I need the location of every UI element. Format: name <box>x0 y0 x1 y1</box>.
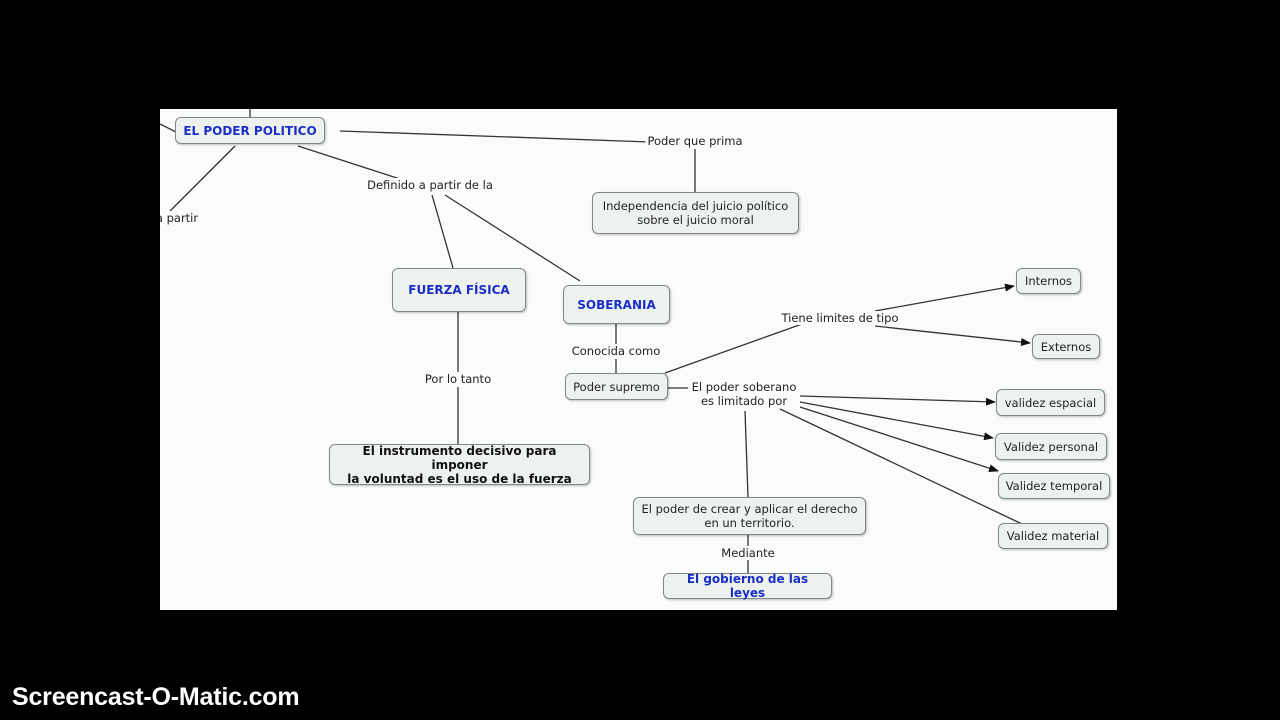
link-limitado-3 <box>799 401 994 441</box>
node-poder-supremo[interactable]: Poder supremo <box>565 373 668 400</box>
link-tiene-limites-2 <box>874 283 1015 312</box>
node-fuerza-fisica[interactable]: FUERZA FÍSICA <box>392 268 526 312</box>
link-label-limitado-por: El poder soberano es limitado por <box>689 380 799 408</box>
link-tiene-limites-1 <box>664 323 803 374</box>
node-externos[interactable]: Externos <box>1032 334 1100 359</box>
link-label-por-lo-tanto: Por lo tanto <box>422 372 494 386</box>
link-label-poder-que-prima: Poder que prima <box>645 134 745 148</box>
link-limitado-2 <box>799 395 996 406</box>
link-definido-1 <box>297 145 401 180</box>
link-poder-que-prima-1 <box>339 130 651 143</box>
node-validez-espacial[interactable]: validez espacial <box>996 389 1105 416</box>
link-label-definido: Definido a partir de la <box>365 178 495 192</box>
node-poder-crear[interactable]: El poder de crear y aplicar el derecho e… <box>633 497 866 535</box>
concept-map-canvas: a partir Poder que prima Definido a part… <box>160 109 1117 610</box>
node-gobierno-leyes[interactable]: El gobierno de las leyes <box>663 572 832 600</box>
link-limitado-5 <box>779 408 1023 525</box>
link-label-conocida-como: Conocida como <box>569 344 663 358</box>
link-limitado-4 <box>799 406 999 473</box>
node-poder-politico[interactable]: EL PODER POLITICO <box>175 117 325 144</box>
link-definido-3 <box>444 194 581 282</box>
link-a-partir <box>160 145 236 222</box>
link-definido-2 <box>431 194 454 269</box>
node-independencia[interactable]: Independencia del juicio político sobre … <box>592 192 799 234</box>
link-label-mediante: Mediante <box>719 546 777 560</box>
link-limitado-6 <box>744 410 749 498</box>
link-tiene-limites-3 <box>874 325 1031 346</box>
link-label-a-partir: a partir <box>160 211 201 225</box>
node-instrumento[interactable]: El instrumento decisivo para imponer la … <box>329 444 590 486</box>
screencast-watermark: Screencast-O-Matic.com <box>12 683 300 711</box>
link-label-tiene-limites: Tiene limites de tipo <box>779 311 901 325</box>
node-internos[interactable]: Internos <box>1016 268 1081 294</box>
concept-map-links <box>160 109 1031 573</box>
node-validez-personal[interactable]: Validez personal <box>995 433 1107 460</box>
node-validez-material[interactable]: Validez material <box>998 523 1108 549</box>
node-soberania[interactable]: SOBERANIA <box>563 285 670 324</box>
node-validez-temporal[interactable]: Validez temporal <box>998 473 1110 499</box>
